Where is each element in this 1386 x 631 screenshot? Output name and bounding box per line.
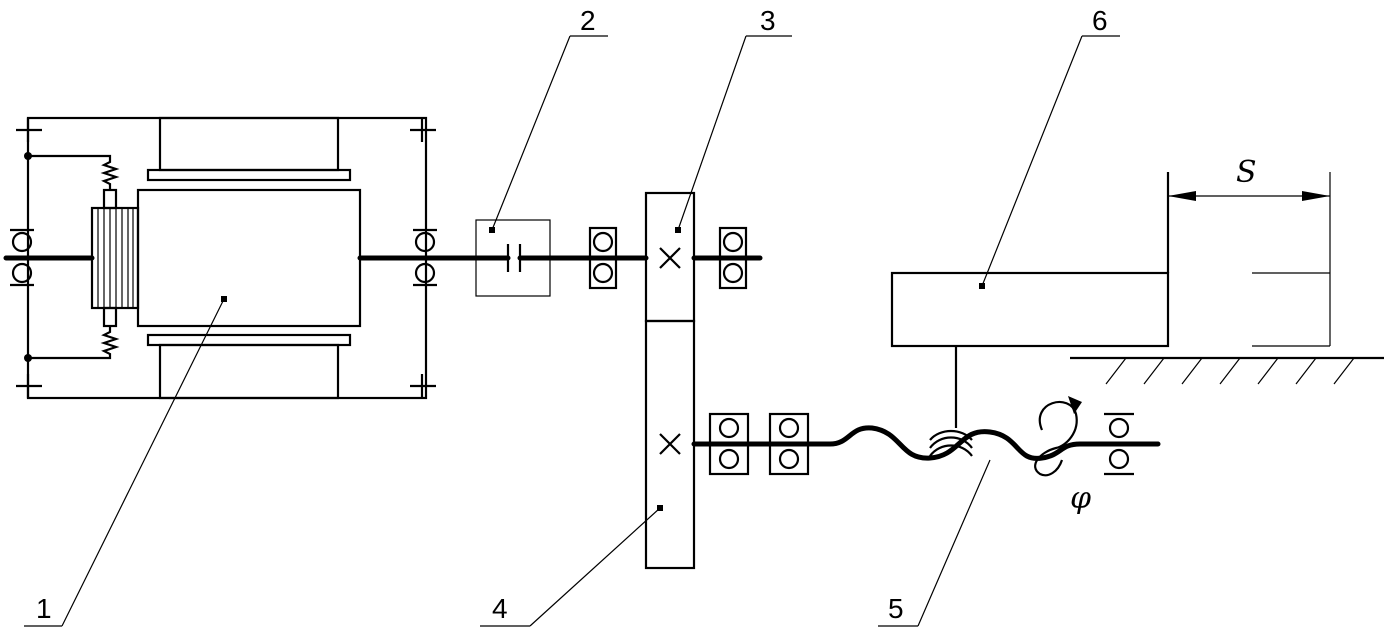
callout-label-3: 3 <box>760 5 776 36</box>
rotation-angle-label: φ <box>1070 481 1091 516</box>
displacement-label: S <box>1236 155 1257 190</box>
screw-bearing-1 <box>708 412 750 476</box>
coupling <box>471 219 649 297</box>
callout-label-4: 4 <box>492 593 508 624</box>
callout-leaders <box>24 35 1120 627</box>
callout-label-2: 2 <box>580 5 596 36</box>
callout-dots <box>221 227 985 511</box>
commutator <box>90 206 140 310</box>
rotation-arrow-icon <box>1034 396 1082 477</box>
callout-label-5: 5 <box>888 593 904 624</box>
displacement-dimension <box>1168 191 1330 201</box>
stator-pole-bottom <box>146 333 352 400</box>
callout-label-6: 6 <box>1092 5 1108 36</box>
screw-bearing-end <box>1104 412 1134 476</box>
callout-label-1: 1 <box>36 593 52 624</box>
stroke-end-position <box>1252 172 1331 347</box>
stator-pole-top <box>146 116 352 182</box>
motor-bearing-right <box>413 228 437 287</box>
gear-wheel <box>644 319 696 570</box>
brush-bottom <box>24 306 120 362</box>
screw-nut <box>929 429 973 457</box>
lead-screw-shaft <box>691 425 1161 461</box>
carriage <box>890 172 1170 348</box>
frame-cross-marks <box>16 118 436 398</box>
rotor <box>136 188 362 328</box>
screw-bearing-2 <box>768 412 810 476</box>
brush-top <box>24 152 120 210</box>
input-shaft-bearing <box>588 226 618 290</box>
gear-pinion <box>644 191 696 323</box>
motor-bearing-left <box>10 228 34 287</box>
ground-base <box>1070 356 1384 385</box>
pinion-shaft-bearing <box>718 226 748 290</box>
